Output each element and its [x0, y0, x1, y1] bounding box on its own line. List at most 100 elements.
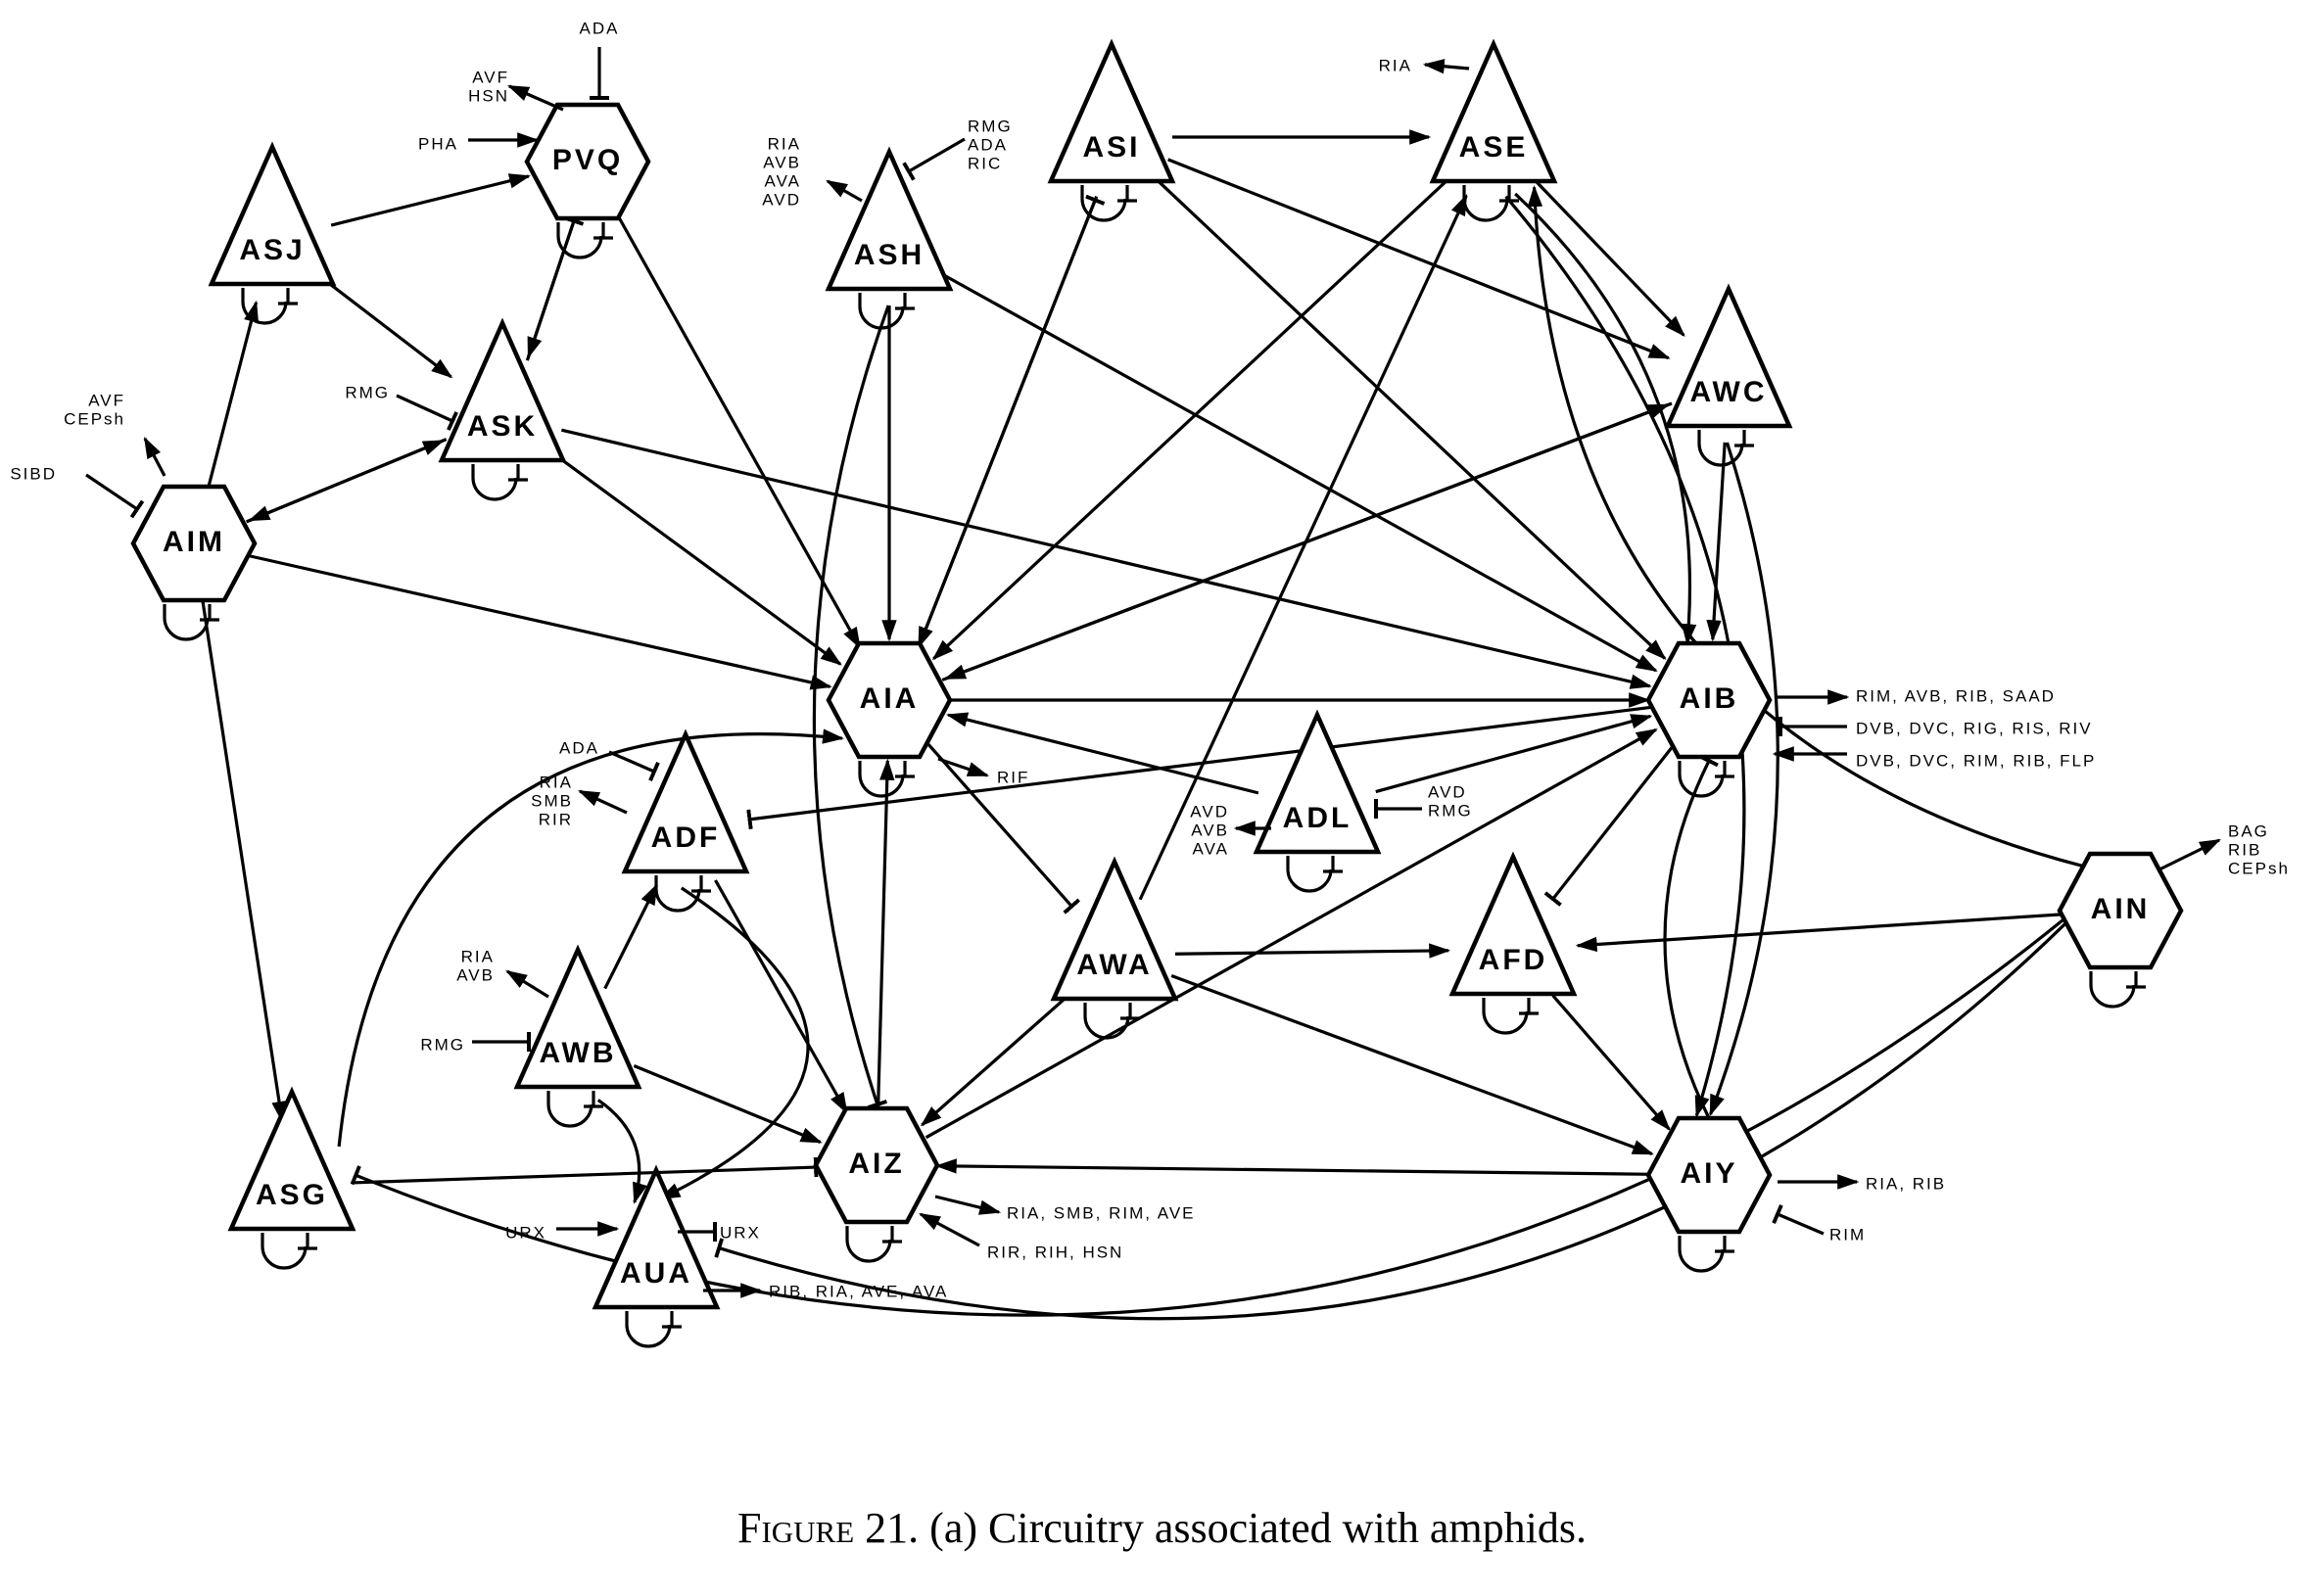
node-label: AIN [2091, 893, 2151, 925]
external-label-text: AVB [456, 965, 495, 984]
connection-asi-to-awc [1167, 158, 1671, 360]
connection-ain-to-ase [1527, 185, 2085, 868]
gap-junction-symbol [654, 875, 711, 913]
triangle-shape [1050, 856, 1179, 1002]
triangle-shape [1253, 709, 1382, 855]
gap-junction-symbol [1697, 430, 1754, 467]
connection-aiy-to-aiz [934, 1158, 1653, 1176]
external-label-text: HSN [468, 86, 509, 105]
triangle-shape [1664, 283, 1793, 429]
hexagon-shape [2057, 851, 2184, 970]
connection-afd-to-aiy [1551, 994, 1671, 1131]
connection-awa-to-ase [1138, 193, 1468, 901]
triangle-shape [438, 317, 567, 463]
triangle-shape [1448, 851, 1578, 997]
pointer-line [902, 137, 966, 181]
external-label-text: DVB, DVC, RIM, RIB, FLP [1856, 751, 2096, 770]
connection-aib-to-adf [746, 705, 1653, 830]
connection-awa-to-aiy [1170, 974, 1654, 1155]
triangle-shape [1047, 38, 1176, 184]
connection-asj-to-ask [319, 275, 453, 379]
node-pvq: PVQ [524, 102, 651, 221]
hexagon-shape [524, 102, 651, 221]
external-label-text: RIA, RIB [1866, 1174, 1946, 1193]
external-label-text: AVA [1193, 839, 1230, 858]
node-label: AIA [860, 682, 920, 715]
gap-junction-symbols [163, 185, 2146, 1348]
node-aiy: AIY [1645, 1115, 1773, 1235]
node-aim: AIM [130, 484, 258, 603]
connection-aiy-to-aib [1663, 754, 1719, 1119]
triangle-shape [621, 728, 750, 874]
external-label-text: RIR, RIH, HSN [987, 1243, 1123, 1261]
external-label-text: DVB, DVC, RIG, RIS, RIV [1856, 719, 2093, 737]
connection-adl-to-aib [1375, 714, 1653, 794]
node-label: AIM [163, 526, 225, 558]
connection-aia-to-awa [925, 741, 1081, 915]
external-label-text: AVB [763, 153, 801, 171]
external-label-text: RIR [539, 810, 573, 828]
pointer-line [608, 750, 660, 781]
node-label: ASE [1459, 131, 1529, 164]
caption-text: (a) Circuitry associated with amphids. [929, 1504, 1587, 1552]
external-label-text: RIM [1829, 1225, 1866, 1244]
gap-junction-symbol [546, 1091, 603, 1128]
connection-ash-to-aiz [812, 305, 890, 1110]
external-aib-in: DVB, DVC, RIM, RIB, FLP [1772, 746, 2096, 770]
external-label-text: SIBD [10, 464, 57, 483]
connection-ask-to-pvq [525, 215, 585, 361]
external-label-text: URX [505, 1223, 546, 1242]
external-aib-out2: DVB, DVC, RIG, RIS, RIV [1779, 717, 2093, 737]
node-afd: AFD [1448, 851, 1578, 997]
pointer-line [85, 473, 145, 519]
connection-awa-to-afd [1174, 943, 1451, 959]
connection-asg-to-aia [337, 728, 845, 1148]
pointer-line [396, 394, 458, 431]
hexagon-shape [826, 640, 953, 760]
pointer-line [578, 789, 628, 815]
gap-junction-symbol [1678, 761, 1734, 798]
triangle-shape [825, 146, 954, 292]
connection-aiz-to-aia [876, 758, 895, 1109]
connection-awa-to-aiz [920, 993, 1070, 1127]
node-awc: AWC [1664, 283, 1793, 429]
connection-awc-to-aiy [1709, 442, 1779, 1117]
connection-adf-to-aiz [714, 879, 848, 1114]
node-label: ADF [651, 821, 721, 854]
triangle-shape [208, 141, 337, 287]
node-label: AWA [1076, 949, 1152, 981]
pointer-line [506, 84, 564, 112]
connection-aim-to-asg [201, 599, 287, 1123]
connection-adf-to-aua [658, 886, 810, 1200]
connection-awb-to-aua [596, 1099, 647, 1204]
external-aiz-in: RIR, RIH, HSN [919, 1212, 1123, 1261]
node-awa: AWA [1050, 856, 1179, 1002]
node-label: ASJ [239, 234, 305, 266]
node-aib: AIB [1645, 640, 1773, 760]
external-label-text: CEPsh [64, 409, 125, 428]
node-ain: AIN [2057, 851, 2184, 970]
node-label: AIZ [848, 1148, 904, 1180]
node-ash: ASH [825, 146, 954, 292]
external-label-text: RIB [2228, 840, 2261, 859]
external-label-text: RMG [345, 383, 390, 401]
external-label-text: SMB [531, 791, 573, 810]
external-aib-out1: RIM, AVB, RIB, SAAD [1775, 686, 2054, 705]
connection-ash-to-aib [941, 272, 1658, 673]
node-aiz: AIZ [813, 1105, 940, 1225]
external-label-text: RIC [968, 154, 1002, 172]
connection-awb-to-adf [603, 883, 658, 990]
node-label: AUA [620, 1257, 692, 1290]
external-label-text: RMG [968, 117, 1013, 135]
external-pvq-in-top: ADA [580, 19, 617, 100]
connection-ask-to-aim [248, 438, 448, 522]
external-aua-in-left: URX [505, 1221, 620, 1242]
node-aua: AUA [592, 1164, 721, 1310]
